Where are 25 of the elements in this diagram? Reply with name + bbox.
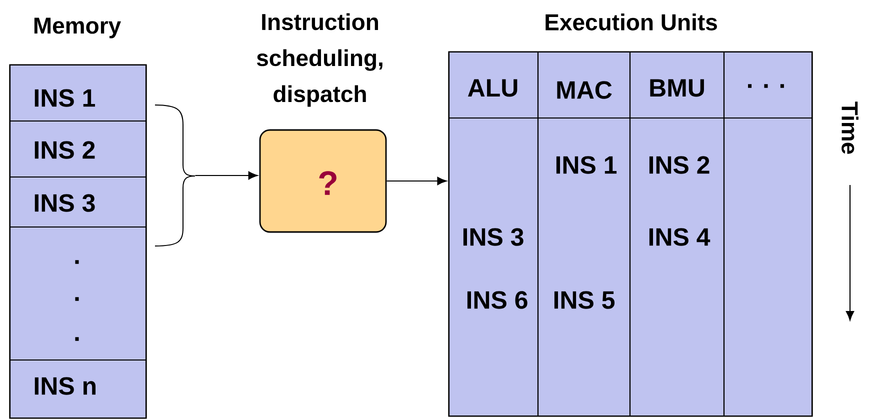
instruction-label: INS 5 xyxy=(554,291,615,309)
instruction-label: INS 6 xyxy=(467,291,528,309)
unit-name: ALU xyxy=(468,79,518,97)
instruction-label: INS 4 xyxy=(649,228,710,246)
brace xyxy=(154,104,196,246)
instruction-label: INS 1 xyxy=(556,156,617,174)
question-mark: ? xyxy=(319,171,336,195)
ellipsis-dot: . xyxy=(75,260,79,264)
heading: Memory xyxy=(34,18,121,38)
instruction-label: INS n xyxy=(34,377,96,395)
unit-name: . . . xyxy=(748,84,784,88)
unit-name: BMU xyxy=(650,79,704,97)
ellipsis-dot: . xyxy=(75,297,79,301)
unit-name: MAC xyxy=(557,81,612,99)
instruction-label: INS 3 xyxy=(463,228,524,246)
instruction-label: INS 3 xyxy=(34,194,95,212)
instruction-label: INS 2 xyxy=(649,156,710,174)
heading: Instruction scheduling, dispatch xyxy=(256,13,382,107)
arrow xyxy=(195,171,258,180)
ellipsis-dot: . xyxy=(75,337,79,341)
heading: Execution Units xyxy=(546,14,717,30)
instruction-label: INS 1 xyxy=(34,89,95,107)
arrow xyxy=(386,176,447,186)
instruction-label: INS 2 xyxy=(34,141,95,159)
axis-label: Time xyxy=(842,102,858,154)
